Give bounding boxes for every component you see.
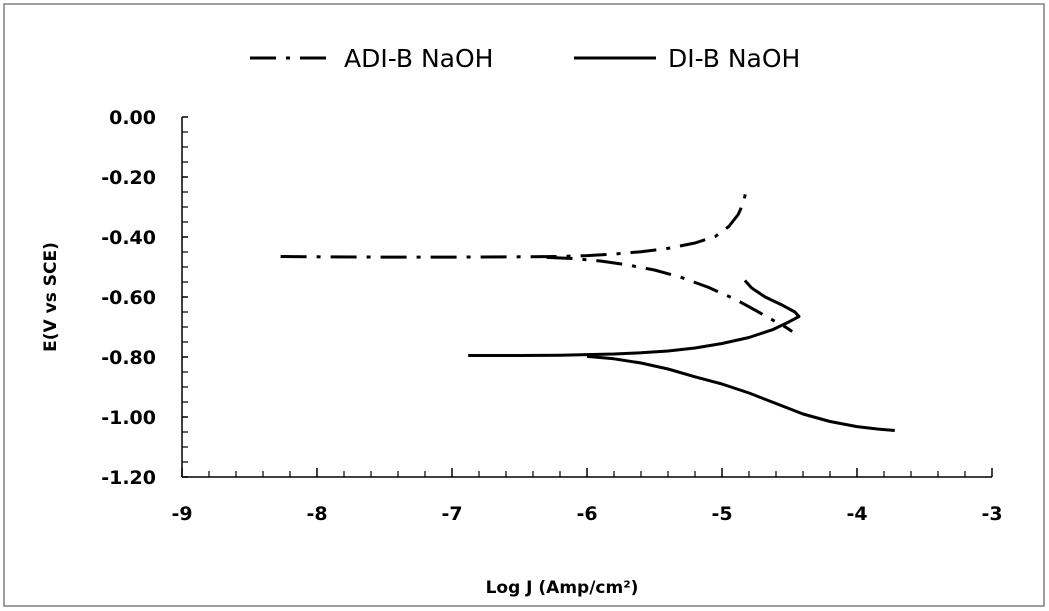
y-ticks: 0.00 -0.20 -0.40 -0.60 -0.80 -1.00 -1.20 (101, 107, 188, 489)
y-tick-label: -0.20 (101, 167, 156, 189)
legend: ADI-B NaOH DI-B NaOH (250, 44, 800, 73)
x-tick-label: -4 (846, 503, 867, 525)
chart-border (3, 3, 1045, 607)
x-tick-label: -6 (576, 503, 597, 525)
x-axis-title: Log J (Amp/cm²) (486, 578, 639, 598)
y-tick-label: -0.60 (101, 287, 156, 309)
y-tick-label: -1.20 (101, 467, 156, 489)
series-1-line-anodic (468, 279, 801, 357)
x-tick-label: -7 (441, 503, 462, 525)
x-tick-label: -3 (981, 503, 1002, 525)
legend-label-series-0: ADI-B NaOH (344, 44, 493, 73)
series-0-line-cathodic (546, 255, 794, 333)
legend-label-series-1: DI-B NaOH (668, 44, 800, 73)
x-ticks: -9 -8 -7 -6 -5 -4 -3 (171, 468, 1003, 525)
x-tick-label: -5 (711, 503, 732, 525)
x-tick-label: -9 (171, 503, 192, 525)
x-tick-label: -8 (306, 503, 327, 525)
y-tick-label: -0.80 (101, 347, 156, 369)
series-0-line-anodic (280, 188, 748, 259)
series-layer (280, 188, 895, 432)
y-tick-label: -1.00 (101, 407, 156, 429)
y-tick-label: -0.40 (101, 227, 156, 249)
series-1-line-cathodic (586, 354, 895, 432)
y-tick-label: 0.00 (109, 107, 156, 129)
y-axis-title: E(V vs SCE) (41, 242, 61, 352)
